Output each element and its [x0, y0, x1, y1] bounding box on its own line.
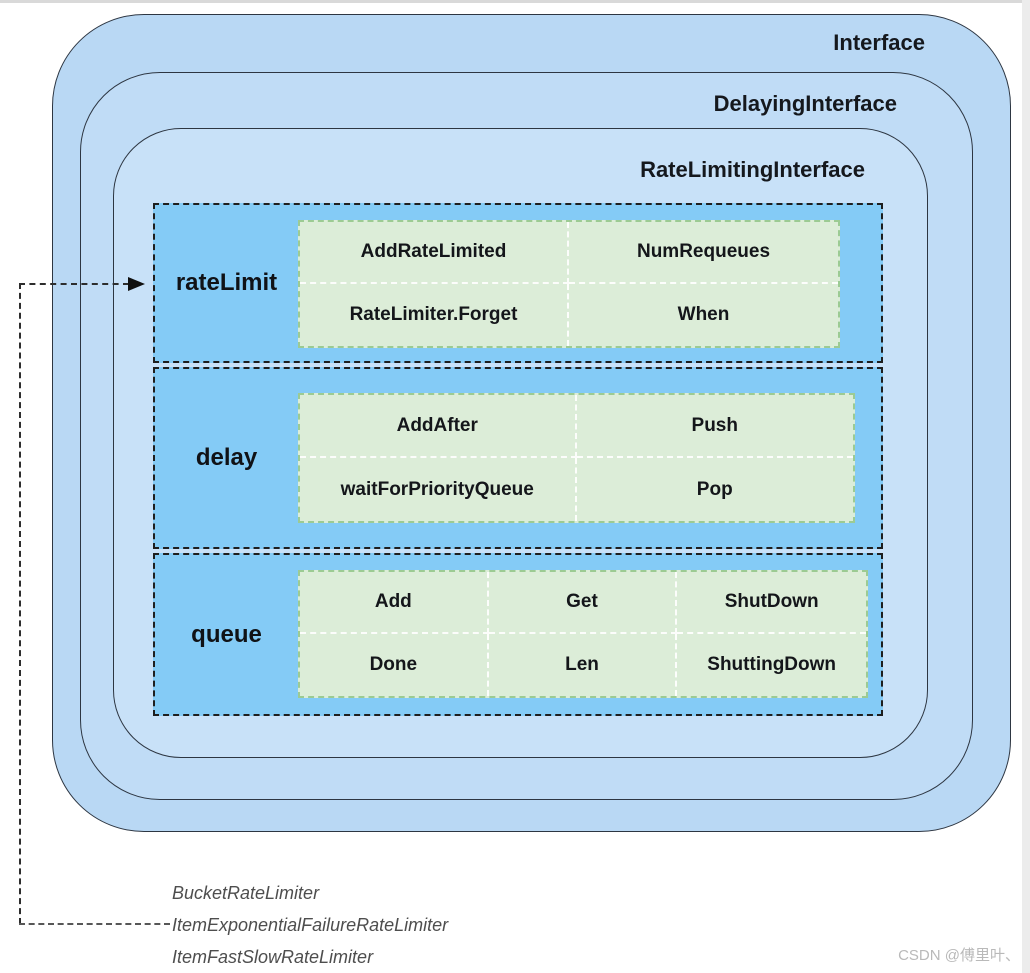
connector-bottom-line: [19, 923, 170, 925]
method-cell-addratelimited: AddRateLimited: [300, 222, 569, 284]
method-cell-add: Add: [300, 572, 489, 634]
impl-itemfastslowratelimiter: ItemFastSlowRateLimiter: [172, 947, 374, 967]
row-ratelimit-label: rateLimit: [175, 269, 278, 296]
row-delay: delay AddAfter Push waitForPriorityQueue…: [153, 367, 883, 549]
method-cell-get: Get: [488, 572, 678, 634]
ring-delaying-interface-label: DelayingInterface: [713, 91, 897, 116]
ring-interface-label: Interface: [833, 30, 925, 55]
ring-rate-limiting-interface-label: RateLimitingInterface: [640, 157, 865, 182]
impl-bucketratelimiter: BucketRateLimiter: [172, 883, 320, 903]
row-ratelimit: rateLimit AddRateLimited NumRequeues Rat…: [153, 203, 883, 363]
queue-methods-grid: Add Get ShutDown Done Len ShuttingDown: [298, 570, 868, 698]
method-cell-pop: Pop: [696, 478, 733, 500]
connector-vertical-line: [19, 283, 21, 924]
delay-methods-grid: AddAfter Push waitForPriorityQueue Pop: [298, 393, 855, 523]
method-cell-numrequeues: NumRequeues: [569, 222, 838, 284]
method-cell-len: Len: [489, 634, 678, 696]
method-cell-done: Done: [300, 634, 489, 696]
row-delay-label: delay: [195, 444, 258, 471]
page-right-strip: [1022, 0, 1030, 973]
method-cell-when: When: [677, 304, 730, 325]
row-queue: queue Add Get ShutDown Done Len Shutting…: [153, 553, 883, 716]
impl-itemexponentialfailureratelimiter: ItemExponentialFailureRateLimiter: [172, 915, 449, 935]
rate-limiter-implementations: BucketRateLimiter ItemExponentialFailure…: [172, 877, 448, 973]
ratelimit-arrow-icon: [128, 277, 145, 291]
method-cell-addafter: AddAfter: [300, 395, 577, 458]
method-cell-shuttingdown: ShuttingDown: [707, 654, 837, 675]
method-cell-waitforpriorityqueue: waitForPriorityQueue: [300, 458, 577, 521]
method-cell-ratelimiter-forget: RateLimiter.Forget: [300, 284, 569, 346]
method-cell-shutdown: ShutDown: [677, 572, 866, 634]
method-cell-push: Push: [576, 395, 853, 458]
row-queue-label: queue: [191, 620, 262, 648]
watermark: CSDN @傅里叶、: [898, 947, 1020, 964]
ratelimit-connector-line: [19, 283, 129, 285]
page-top-border: [0, 0, 1030, 3]
ratelimit-methods-grid: AddRateLimited NumRequeues RateLimiter.F…: [298, 220, 840, 348]
